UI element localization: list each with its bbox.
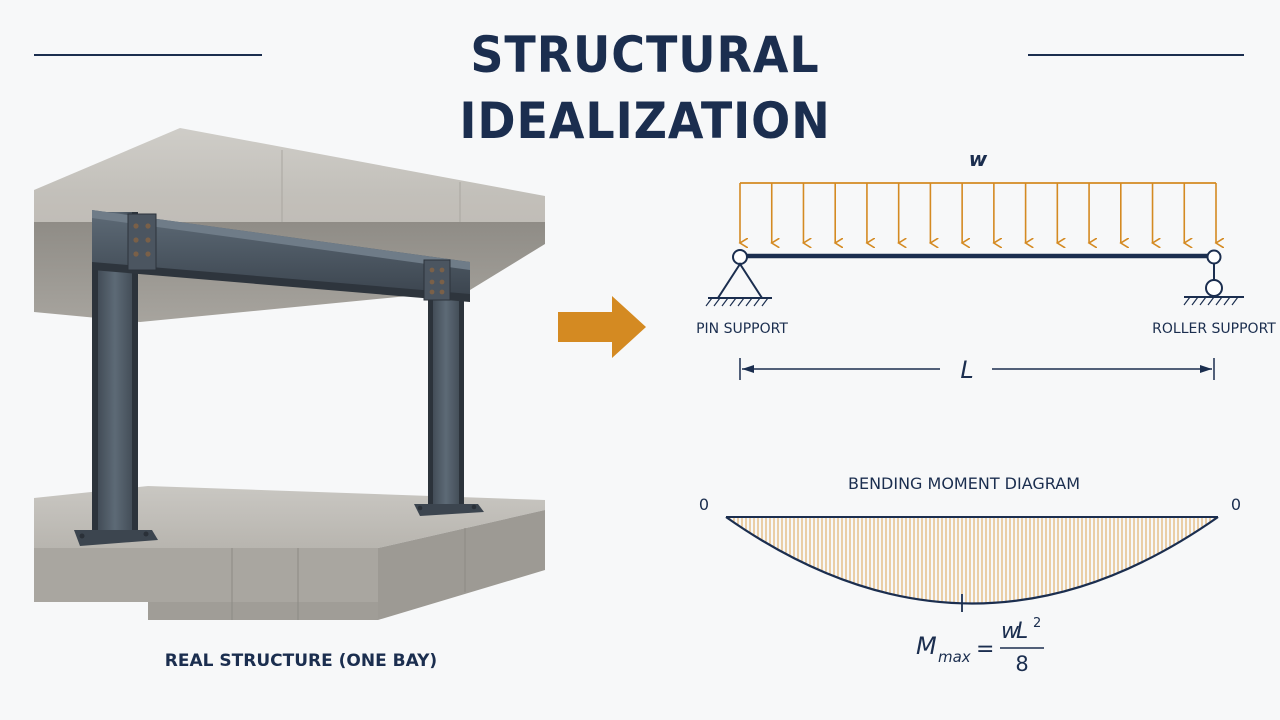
left-base-plate bbox=[74, 530, 158, 546]
steel-beam bbox=[92, 210, 470, 300]
title-bar: STRUCTURAL IDEALIZATION bbox=[0, 22, 1280, 150]
moment-left-value: 0 bbox=[699, 495, 709, 514]
formula-exponent: 2 bbox=[1033, 616, 1041, 631]
formula-m: M bbox=[916, 632, 937, 660]
bending-moment-diagram: BENDING MOMENT DIAGRAM 0 0 M max = w L 2… bbox=[699, 474, 1241, 676]
moment-parabola bbox=[725, 516, 1219, 605]
span-label: L bbox=[960, 356, 973, 384]
formula-denominator: 8 bbox=[1015, 652, 1028, 676]
beam-top-flange bbox=[92, 210, 470, 270]
floor-slab-side bbox=[378, 510, 545, 620]
floor-slab-front-lower bbox=[148, 602, 378, 620]
pin-support-label: PIN SUPPORT bbox=[696, 321, 788, 337]
roof-slab-edge bbox=[34, 190, 545, 222]
right-column-flange bbox=[428, 268, 433, 508]
real-structure-caption: REAL STRUCTURE (ONE BAY) bbox=[165, 651, 437, 671]
load-label: w bbox=[969, 147, 988, 171]
roller-support bbox=[1183, 249, 1244, 306]
formula-numerator-l: L bbox=[1016, 619, 1028, 644]
page-title: STRUCTURAL IDEALIZATION bbox=[459, 26, 831, 150]
title-rule-left bbox=[34, 54, 262, 56]
beam-bottom-flange bbox=[92, 262, 470, 302]
moment-right-value: 0 bbox=[1231, 495, 1241, 514]
left-column-flange bbox=[92, 212, 98, 534]
max-moment-formula: M max = w L 2 8 bbox=[916, 616, 1044, 676]
idealization-arrow bbox=[558, 296, 646, 358]
left-column-flange bbox=[132, 212, 138, 534]
bolt-group bbox=[133, 223, 445, 295]
real-structure-illustration bbox=[34, 128, 545, 620]
formula-m-sub: max bbox=[938, 648, 971, 666]
distributed-load-arrows bbox=[740, 183, 1216, 243]
formula-equals: = bbox=[976, 637, 994, 662]
moment-diagram-title: BENDING MOMENT DIAGRAM bbox=[848, 474, 1080, 493]
pin-support bbox=[705, 249, 772, 307]
beam-connection-plate-right bbox=[423, 259, 451, 301]
beam-model: w PIN SUPPORT bbox=[696, 147, 1276, 384]
right-base-plate bbox=[414, 504, 484, 516]
title-rule-right bbox=[1028, 54, 1244, 56]
floor-slab-front bbox=[34, 548, 378, 602]
span-dimension bbox=[739, 358, 1215, 380]
right-column bbox=[428, 268, 464, 508]
floor-slab-top bbox=[34, 486, 545, 548]
right-column-flange bbox=[459, 268, 464, 508]
formula-numerator-w: w bbox=[1001, 619, 1020, 644]
moment-hatch bbox=[729, 517, 1215, 604]
beam-connection-plate-left bbox=[127, 213, 157, 271]
roller-support-label: ROLLER SUPPORT bbox=[1152, 321, 1276, 337]
anchor-bolts bbox=[79, 504, 477, 539]
